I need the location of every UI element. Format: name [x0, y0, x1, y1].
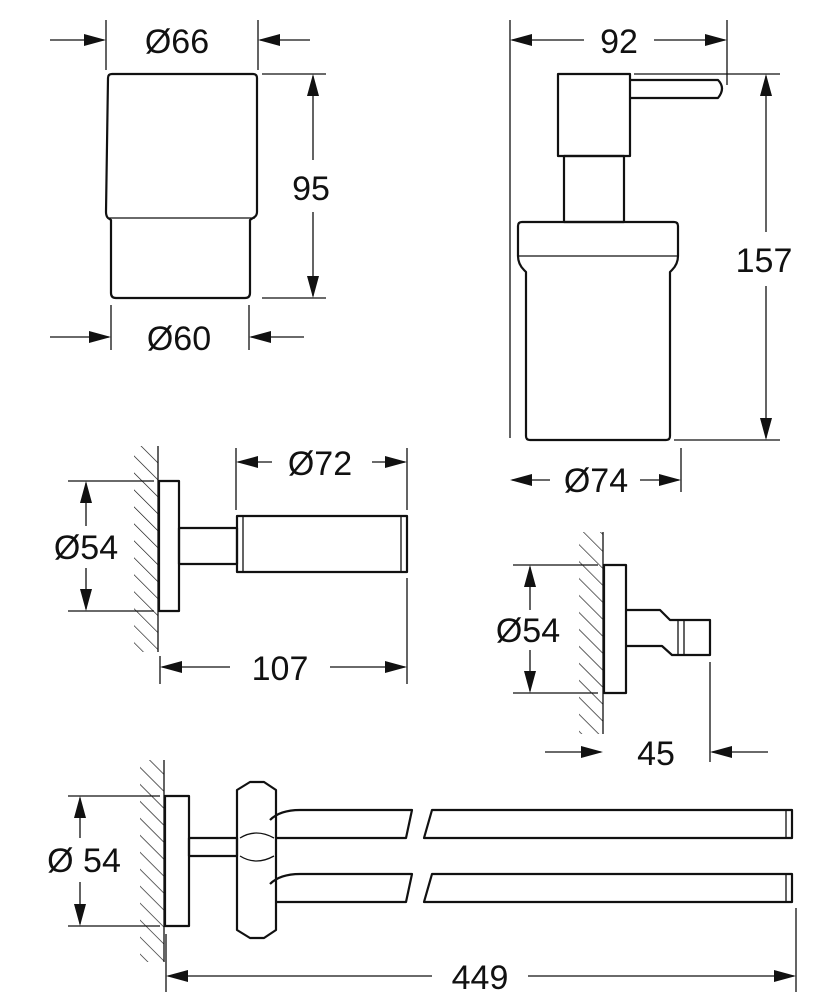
arrowhead — [581, 746, 603, 758]
arrowhead — [258, 34, 280, 46]
tumbler-top-diameter-label: Ø66 — [145, 23, 209, 61]
arrowhead — [236, 456, 258, 468]
bar-length-label: 449 — [452, 959, 509, 997]
dispenser-spout — [630, 78, 724, 100]
wall-hatching — [140, 760, 164, 962]
dispenser-height-label: 157 — [736, 242, 793, 280]
robe-hook-drawing: Ø54 45 — [496, 532, 768, 773]
wall-hatching — [134, 446, 158, 652]
arrowhead — [74, 904, 86, 926]
hook-rosette-diameter-dimension: Ø54 — [496, 564, 598, 694]
bar-rosette-diameter-label: Ø 54 — [47, 842, 121, 880]
arrowhead — [524, 671, 536, 693]
lower-towel-bar-left — [269, 872, 414, 904]
arrowhead — [524, 565, 536, 587]
arrowhead — [385, 456, 407, 468]
arrowhead — [80, 481, 92, 503]
holder-rosette — [157, 479, 181, 613]
arrowhead — [84, 34, 106, 46]
dispenser-height-dimension: 157 — [634, 73, 793, 441]
bar-arm — [187, 836, 239, 858]
bar-swivel-notch — [239, 832, 275, 862]
arrowhead — [160, 661, 182, 673]
tumbler-outline — [104, 72, 259, 300]
arrowhead — [510, 34, 532, 46]
hook-projection-dimension: 45 — [545, 662, 768, 773]
double-towel-bar-drawing: Ø 54 449 — [47, 760, 797, 997]
arrowhead — [74, 796, 86, 818]
tumbler-height-dimension: 95 — [262, 73, 330, 299]
arrowhead — [710, 746, 732, 758]
glass-holder-drawing: Ø72 Ø54 107 — [54, 445, 409, 688]
hook-rosette-diameter-label: Ø54 — [496, 612, 560, 650]
hook-body — [626, 608, 712, 657]
dispenser-diameter-dimension: Ø74 — [510, 448, 682, 500]
arrowhead — [760, 418, 772, 440]
upper-towel-bar-right — [422, 808, 794, 840]
arrowhead — [510, 474, 532, 486]
arrowhead — [80, 589, 92, 611]
tumbler-bottom-diameter-label: Ø60 — [147, 320, 211, 358]
holder-arm — [177, 526, 239, 566]
upper-towel-bar-left — [269, 808, 414, 840]
arrowhead — [166, 970, 188, 982]
dispenser-diameter-label: Ø74 — [564, 462, 628, 500]
bar-rosette — [163, 794, 191, 928]
hook-rosette — [602, 563, 628, 695]
bar-length-dimension: 449 — [165, 908, 797, 997]
dispenser-bottle — [516, 220, 680, 442]
soap-dispenser-drawing: 92 157 Ø74 — [509, 20, 793, 500]
hook-projection-label: 45 — [637, 735, 675, 773]
arrowhead — [705, 34, 727, 46]
tumbler-bottom-diameter-dimension: Ø60 — [50, 305, 304, 358]
bar-swivel-bracket — [235, 780, 278, 940]
dispenser-pump-neck — [562, 154, 626, 224]
holder-projection-dimension: 107 — [159, 578, 408, 688]
tumbler-drawing: Ø66 95 Ø60 — [50, 20, 330, 358]
tumbler-height-label: 95 — [292, 170, 330, 208]
tumbler-top-diameter-dimension: Ø66 — [50, 20, 310, 70]
holder-rosette-diameter-label: Ø54 — [54, 529, 118, 567]
arrowhead — [760, 74, 772, 96]
lower-towel-bar-right — [422, 872, 794, 904]
arrowhead — [89, 331, 111, 343]
holder-glass-diameter-dimension: Ø72 — [235, 445, 408, 510]
holder-glass — [235, 514, 409, 574]
arrowhead — [307, 74, 319, 96]
dispenser-depth-dimension: 92 — [509, 20, 728, 438]
arrowhead — [249, 331, 271, 343]
dispenser-depth-label: 92 — [600, 23, 638, 61]
arrowhead — [307, 276, 319, 298]
arrowhead — [659, 474, 681, 486]
wall-hatching — [579, 532, 603, 734]
holder-projection-label: 107 — [252, 650, 309, 688]
arrowhead — [774, 970, 796, 982]
holder-glass-diameter-label: Ø72 — [288, 445, 352, 483]
bar-rosette-diameter-dimension: Ø 54 — [47, 795, 160, 927]
arrowhead — [385, 661, 407, 673]
holder-rosette-diameter-dimension: Ø54 — [54, 480, 154, 612]
dispenser-pump-head — [556, 72, 632, 158]
